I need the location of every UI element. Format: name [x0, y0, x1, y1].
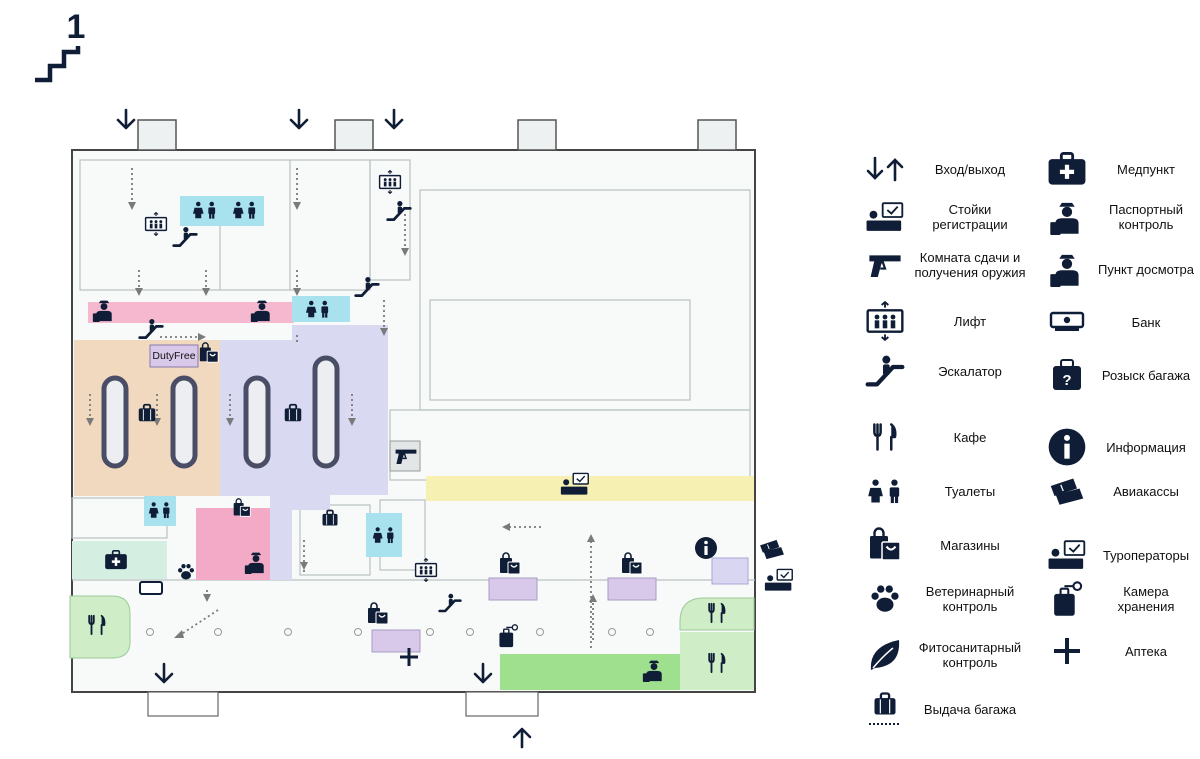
legend-item-cafe: Кафе [858, 413, 1028, 461]
legend-label: Аптека [1125, 643, 1167, 659]
escalator-icon [858, 348, 912, 394]
legend-item-lost-baggage: ? Розыск багажа [1040, 351, 1198, 399]
passport-control-strip [88, 302, 294, 323]
map-icons: DutyFree [88, 170, 793, 682]
weapon-room-icon [858, 242, 912, 288]
checkin-desk-icon [858, 194, 912, 240]
legend-item-entry-exit: Вход/выход [858, 145, 1028, 193]
restroom-right [366, 513, 402, 557]
luggage-storage-icon [1040, 576, 1094, 622]
lost-baggage-icon: ? [1040, 352, 1094, 398]
legend-label: Комната сдачи и получения оружия [914, 250, 1026, 280]
legend-label: Выдача багажа [923, 701, 1017, 717]
legend-label: Медпункт [1116, 161, 1175, 177]
legend-label: Авиакассы [1113, 483, 1179, 499]
medical-icon [1040, 146, 1094, 192]
shops-icon [858, 522, 912, 568]
legend-item-elevator: Лифт [858, 297, 1028, 345]
legend-label: Пункт досмотра [1097, 261, 1195, 277]
legend-label: Информация [1106, 439, 1186, 455]
duty-free-zone [149, 344, 199, 368]
legend-item-bank: Банк [1040, 298, 1198, 346]
tour-operators-icon [1040, 532, 1094, 578]
legend-item-pharmacy: Аптека [1040, 627, 1198, 675]
legend-item-escalator: Эскалатор [858, 347, 1028, 395]
legend-item-phyto-control: Фитосанитарный контроль [858, 631, 1028, 679]
shop-pad-3 [371, 629, 421, 653]
legend-item-medical: Медпункт [1040, 145, 1198, 193]
legend-item-tour-operators: Туроператоры [1040, 531, 1198, 579]
toilets-icon [858, 468, 912, 514]
bank-icon [1040, 299, 1094, 345]
passport-control-icon [1040, 194, 1094, 240]
legend-item-baggage-claim: Выдача багажа [858, 685, 1028, 733]
legend-item-information: Информация [1040, 423, 1198, 471]
baggage-carousels [101, 355, 340, 469]
tour-operators-icon [764, 568, 793, 592]
shop-pad-2 [607, 577, 657, 601]
legend-label: Эскалатор [938, 363, 1002, 379]
cafe-zone-right-bottom [680, 632, 754, 690]
legend-item-security-check: Пункт досмотра [1040, 245, 1198, 293]
legend-label: Фитосанитарный контроль [918, 640, 1022, 670]
bank-icon [139, 581, 163, 595]
duty-free-label: DutyFree [152, 350, 195, 362]
legend-label: Вход/выход [934, 161, 1006, 177]
legend-label: Туроператоры [1102, 547, 1190, 563]
baggage-claim-icon [858, 686, 912, 732]
cafe-zone-left [69, 595, 131, 659]
legend-label: Стойки регистрации [932, 202, 1008, 232]
floor-number: 1 [67, 8, 86, 46]
restroom-left [144, 496, 176, 526]
security-check-icon [1040, 246, 1094, 292]
legend-item-checkin: Стойки регистрации [858, 193, 1028, 241]
svg-text:?: ? [1062, 372, 1071, 389]
legend-label: Лифт [953, 313, 987, 329]
info-kiosk [711, 557, 749, 585]
vet-control-icon [858, 576, 912, 622]
airline-tickets-icon [1040, 468, 1094, 514]
map-legend: Вход/выход Стойки регистрации Комната сд… [858, 145, 1198, 735]
pharmacy-icon [400, 648, 418, 666]
information-icon [1040, 424, 1094, 470]
cafe-zone-right-top [679, 597, 755, 631]
information-icon [695, 537, 717, 559]
legend-item-toilets: Туалеты [858, 467, 1028, 515]
checkin-strip [426, 476, 754, 501]
legend-label: Банк [1131, 314, 1161, 330]
legend-label: Розыск багажа [1101, 367, 1191, 383]
floor-indicator: 1 [35, 8, 86, 83]
legend-item-vet-control: Ветеринарный контроль [858, 575, 1028, 623]
legend-label: Ветеринарный контроль [925, 584, 1015, 614]
legend-label: Кафе [953, 429, 987, 445]
flow-arrowheads [86, 202, 597, 638]
pharmacy-icon [1040, 628, 1094, 674]
elevator-icon [858, 298, 912, 344]
legend-item-luggage-storage: Камера хранения [1040, 575, 1198, 623]
entry-exit-icon [858, 146, 912, 192]
shop-pad-1 [488, 577, 538, 601]
cafe-icon [858, 414, 912, 460]
column-markers [146, 628, 654, 636]
legend-label: Туалеты [944, 483, 996, 499]
airline-tickets-icon [759, 539, 785, 560]
phyto-control-icon [858, 632, 912, 678]
legend-item-passport-control: Паспортный контроль [1040, 193, 1198, 241]
legend-label: Магазины [940, 537, 1000, 553]
legend-label: Камера хранения [1117, 584, 1175, 614]
legend-item-weapon-room: Комната сдачи и получения оружия [858, 241, 1028, 289]
legend-item-shops: Магазины [858, 521, 1028, 569]
restroom-mid [292, 296, 350, 322]
flow-arrows [89, 168, 594, 648]
legend-item-airline-tickets: Авиакассы [1040, 467, 1198, 515]
legend-label: Паспортный контроль [1108, 202, 1184, 232]
